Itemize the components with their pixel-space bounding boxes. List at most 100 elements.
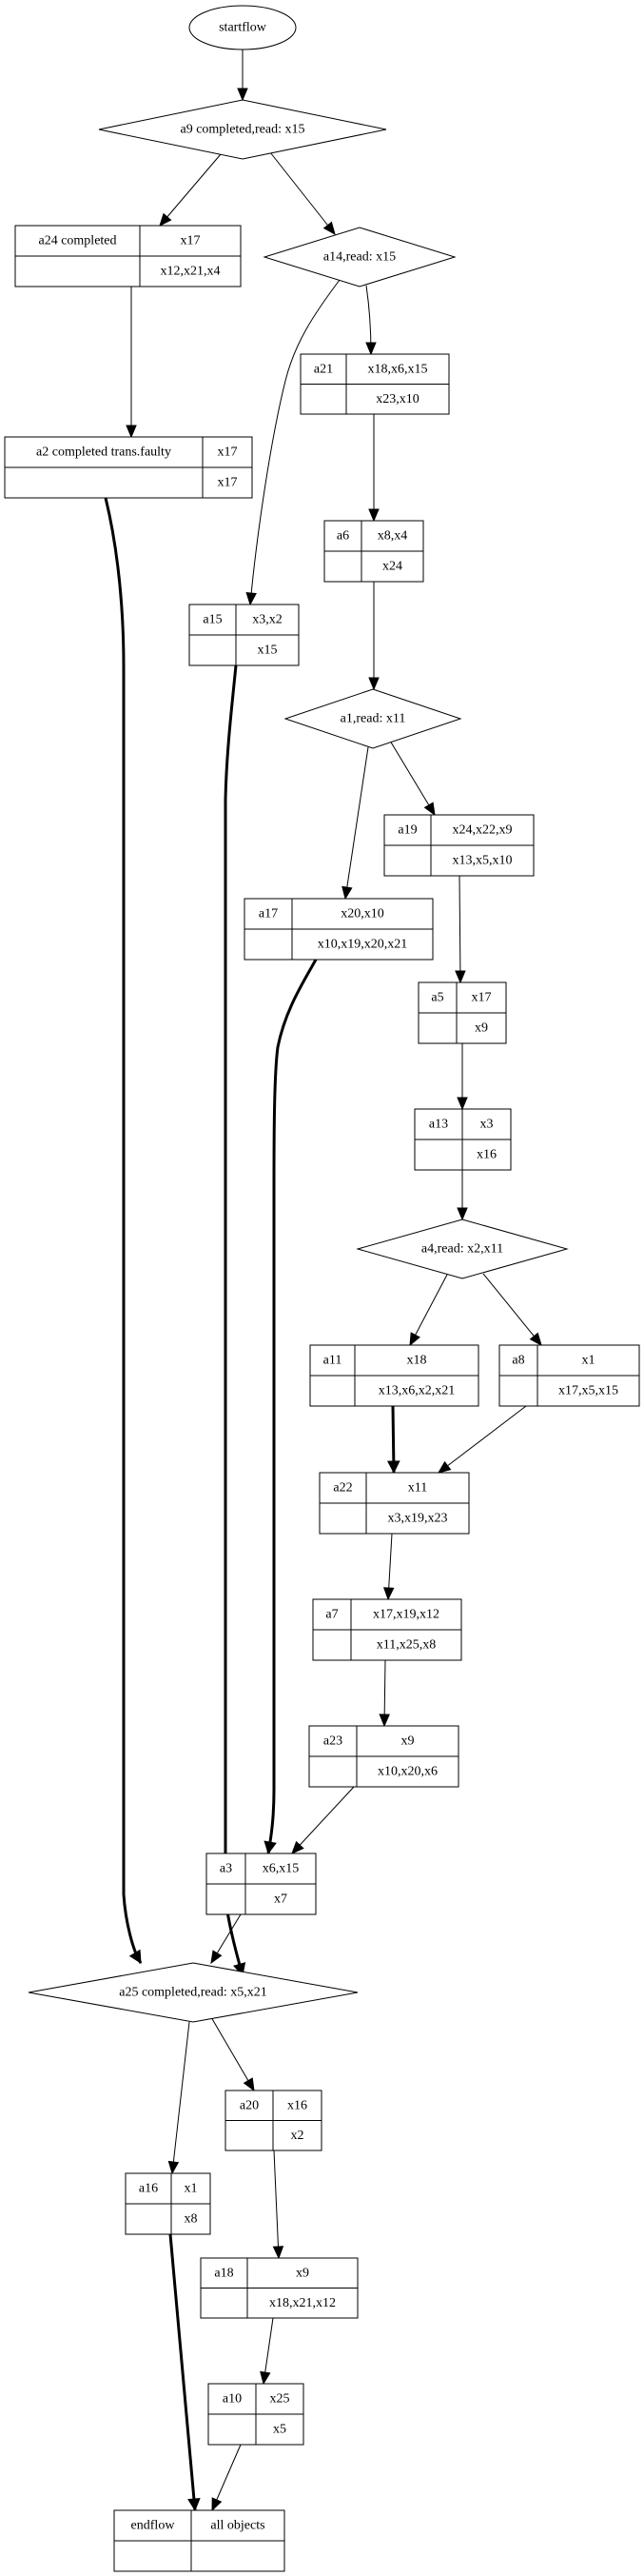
edge-line bbox=[459, 875, 461, 983]
arrowhead-icon bbox=[211, 2497, 223, 2512]
objects-bottom: x8 bbox=[185, 2212, 198, 2227]
activity-name: a2 completed trans.faulty bbox=[36, 446, 171, 460]
activity-name: a13 bbox=[429, 1118, 448, 1132]
edge-a6-to-a1 bbox=[368, 582, 380, 691]
edge-a25-to-a16 bbox=[167, 2021, 190, 2175]
objects-bottom: x15 bbox=[258, 644, 278, 658]
edge-a20-to-a18 bbox=[272, 2150, 284, 2260]
arrowhead-icon bbox=[126, 425, 137, 439]
node-startflow[interactable]: startflow bbox=[188, 5, 297, 50]
objects-bottom: x11,x25,x8 bbox=[377, 1638, 436, 1653]
arrowhead-icon bbox=[159, 212, 172, 227]
node-a14[interactable]: a14,read: x15 bbox=[263, 227, 457, 287]
edge-a5-to-a13 bbox=[457, 1043, 468, 1111]
arrowhead-icon bbox=[322, 221, 336, 236]
objects-top: x1 bbox=[185, 2182, 198, 2196]
node-a15[interactable]: a15 x3,x2 x15 bbox=[188, 604, 300, 666]
activity-name: a15 bbox=[203, 613, 222, 627]
objects-top: all objects bbox=[210, 2519, 264, 2533]
arrowhead-icon bbox=[457, 1207, 468, 1221]
objects-top: x20,x10 bbox=[341, 907, 384, 921]
objects-bottom: x24 bbox=[382, 560, 402, 574]
edge-line bbox=[291, 1786, 355, 1854]
arrowhead-icon bbox=[210, 1950, 223, 1965]
nodes-layer: startflow a9 completed,read: x15 a24 compl… bbox=[4, 5, 640, 2572]
edge-a1-to-a19 bbox=[389, 740, 436, 817]
objects-top: x3 bbox=[480, 1118, 494, 1132]
arrowhead-icon bbox=[529, 1332, 542, 1347]
objects-top: x17 bbox=[472, 991, 492, 1005]
node-a4[interactable]: a4,read: x2,x11 bbox=[356, 1219, 569, 1279]
edge-a11-to-a22 bbox=[387, 1405, 400, 1475]
decision-diamond bbox=[263, 227, 457, 287]
objects-top: x3,x2 bbox=[252, 613, 283, 627]
arrowhead-icon bbox=[342, 885, 353, 901]
objects-top: x11 bbox=[408, 1481, 427, 1496]
objects-bottom: x13,x6,x2,x21 bbox=[379, 1384, 456, 1398]
node-a25[interactable]: a25 completed,read: x5,x21 bbox=[28, 1962, 359, 2023]
arrowhead-icon bbox=[437, 1460, 452, 1474]
edge-line bbox=[211, 2444, 242, 2511]
activity-name: a20 bbox=[240, 2098, 259, 2112]
objects-bottom: x12,x21,x4 bbox=[161, 265, 221, 279]
edge-line bbox=[224, 664, 244, 1976]
arrowhead-icon bbox=[455, 970, 466, 984]
arrowhead-icon bbox=[272, 2246, 284, 2260]
edge-line bbox=[104, 497, 143, 1964]
objects-top: x1 bbox=[582, 1354, 595, 1368]
arrowhead-icon bbox=[368, 677, 380, 691]
edge-a16-to-endflow bbox=[168, 2233, 201, 2512]
edge-line bbox=[389, 740, 436, 816]
arrowhead-icon bbox=[409, 1332, 420, 1347]
node-endflow[interactable]: endflow all objects bbox=[113, 2509, 285, 2572]
edge-a1-to-a17 bbox=[342, 746, 369, 901]
edge-line bbox=[168, 2233, 197, 2511]
edge-a13-to-a4 bbox=[457, 1170, 468, 1221]
decision-label: a25 completed,read: x5,x21 bbox=[119, 1986, 267, 2000]
edge-a10-to-endflow bbox=[211, 2444, 242, 2512]
node-a1[interactable]: a1,read: x11 bbox=[283, 688, 462, 749]
edge-a22-to-a7 bbox=[382, 1533, 395, 1601]
decision-label: a4,read: x2,x11 bbox=[421, 1242, 503, 1257]
edge-line bbox=[249, 279, 341, 605]
edge-a17-to-a3 bbox=[263, 959, 318, 1855]
activity-name: endflow bbox=[131, 2519, 176, 2533]
edge-line bbox=[210, 2016, 255, 2091]
objects-bottom: x5 bbox=[273, 2423, 286, 2437]
edge-a9-to-a24 bbox=[159, 153, 222, 227]
node-a9[interactable]: a9 completed,read: x15 bbox=[98, 99, 387, 160]
edge-startflow-to-a9 bbox=[237, 50, 248, 102]
activity-name: a8 bbox=[512, 1354, 524, 1368]
objects-bottom: x2 bbox=[291, 2129, 304, 2143]
arrowhead-icon bbox=[187, 2497, 201, 2512]
arrowhead-icon bbox=[243, 2077, 255, 2092]
node-label: startflow bbox=[219, 21, 267, 35]
decision-label: a1,read: x11 bbox=[341, 712, 406, 726]
activity-name: a10 bbox=[223, 2392, 242, 2407]
objects-bottom: x18,x21,x12 bbox=[269, 2296, 336, 2310]
activity-name: a11 bbox=[323, 1354, 342, 1368]
edge-a14-to-a15 bbox=[245, 279, 341, 606]
edge-a4-to-a8 bbox=[482, 1273, 542, 1347]
objects-bottom: x10,x19,x20,x21 bbox=[318, 938, 408, 952]
objects-bottom: x9 bbox=[475, 1021, 488, 1036]
edge-line bbox=[482, 1273, 542, 1346]
